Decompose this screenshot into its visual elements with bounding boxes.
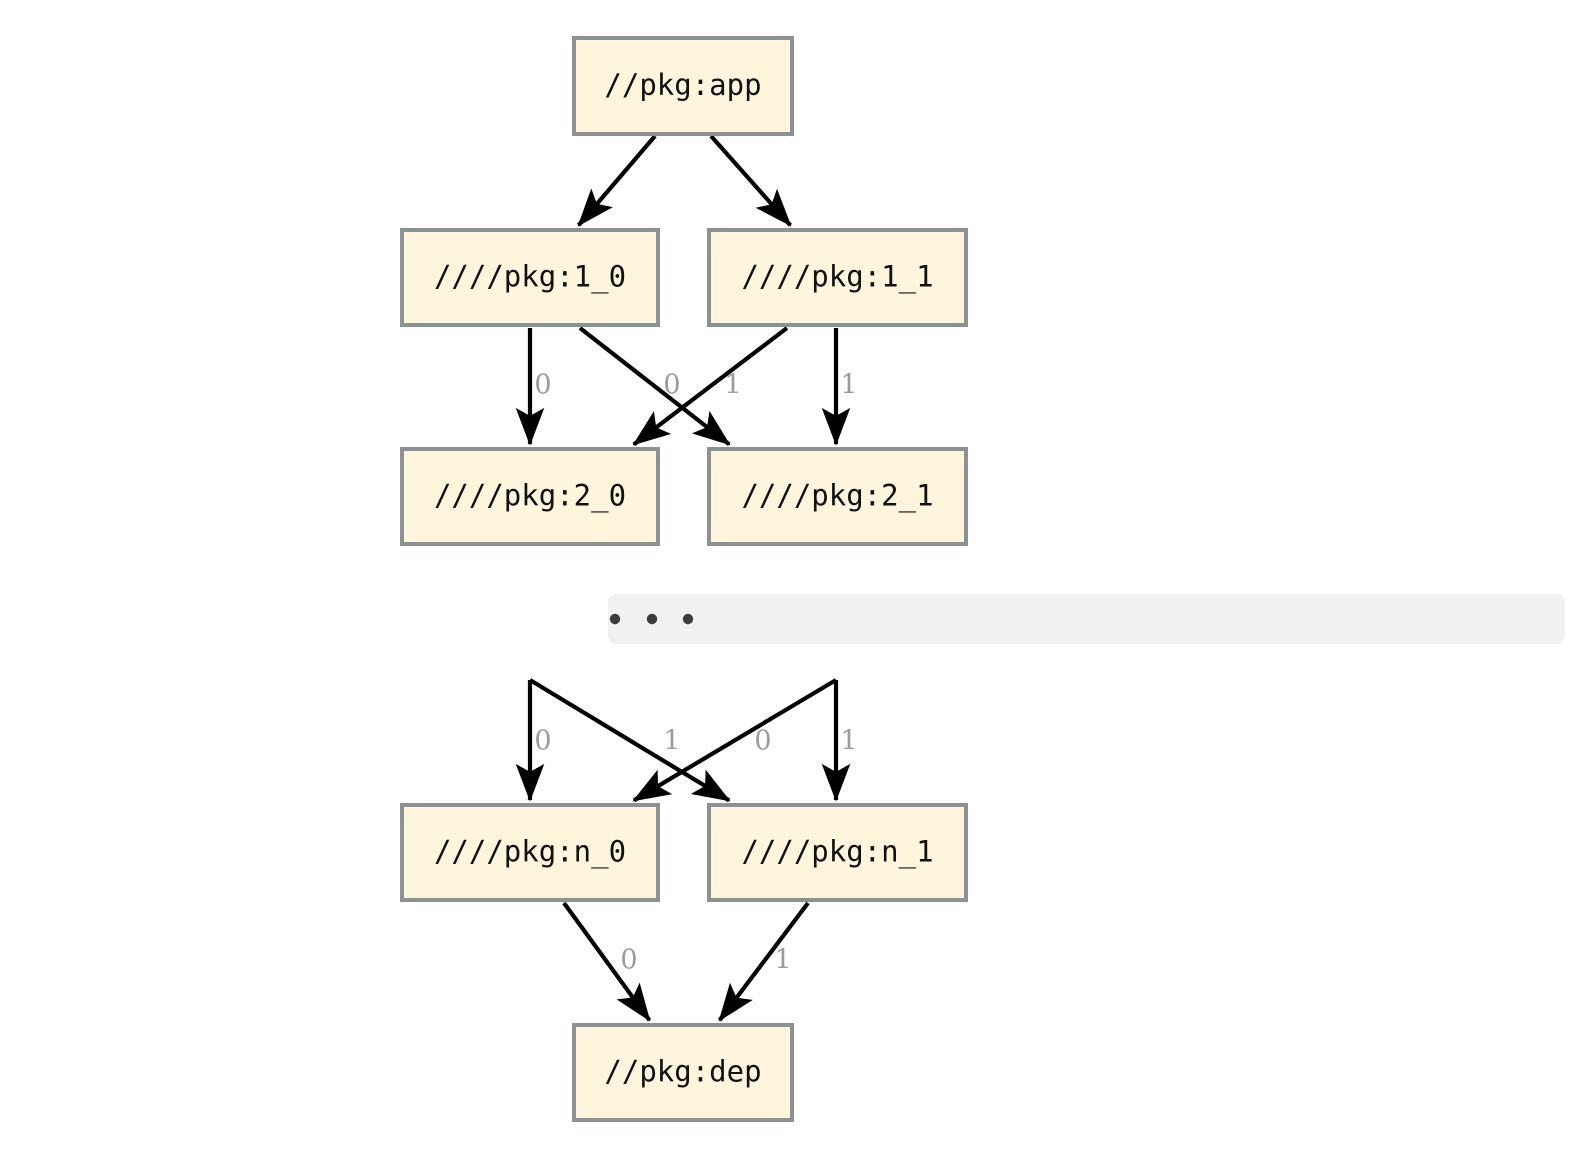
node-box[interactable] bbox=[400, 803, 660, 902]
node-box[interactable] bbox=[572, 1023, 794, 1122]
node-box[interactable] bbox=[707, 803, 968, 902]
edge-label: 1 bbox=[774, 945, 791, 976]
edge-label: 0 bbox=[620, 945, 637, 976]
node-label: ////pkg:n_0 bbox=[434, 835, 626, 870]
ellipsis-band-group bbox=[608, 594, 1565, 644]
edge-...-to-nn_1[interactable] bbox=[528, 678, 731, 803]
nodes-group: //pkg:app ////pkg:1_0 ////pkg:1_1 ////pkg:2… bbox=[400, 36, 968, 1122]
node-label: ////pkg:2_1 bbox=[741, 479, 933, 514]
edge-label: 1 bbox=[840, 370, 857, 401]
graph-node-n1_1[interactable]: ////pkg:1_1 bbox=[707, 228, 968, 327]
edge-n1_1-to-n2_0[interactable] bbox=[632, 326, 789, 447]
graph-node-n1_0[interactable]: ////pkg:1_0 bbox=[400, 228, 660, 327]
node-box[interactable] bbox=[572, 36, 794, 136]
edge-nn_0-to-dep[interactable] bbox=[562, 901, 652, 1022]
graph-node-n2_0[interactable]: ////pkg:2_0 bbox=[400, 447, 660, 546]
node-box[interactable] bbox=[400, 228, 660, 327]
ellipsis-dot-0 bbox=[609, 613, 621, 625]
node-box[interactable] bbox=[707, 447, 968, 546]
node-box[interactable] bbox=[707, 228, 968, 327]
edge-app-to-n1_0[interactable] bbox=[577, 134, 657, 227]
edge-label: 0 bbox=[663, 370, 680, 401]
edge-labels-group: 0 1 0 1 0 1 0 1 0 1 bbox=[534, 370, 857, 976]
node-label: ////pkg:1_1 bbox=[741, 260, 933, 295]
graph-node-nn_1[interactable]: ////pkg:n_1 bbox=[707, 803, 968, 902]
edges-group bbox=[515, 134, 851, 1022]
edge-label: 1 bbox=[724, 370, 741, 401]
graph-node-dep[interactable]: //pkg:dep bbox=[572, 1023, 794, 1122]
edge-...-to-nn_0[interactable] bbox=[632, 678, 838, 803]
node-label: ////pkg:n_1 bbox=[741, 835, 933, 870]
edge-n1_0-to-n2_1[interactable] bbox=[578, 326, 731, 447]
ellipsis-dot-1 bbox=[646, 613, 658, 625]
node-box[interactable] bbox=[400, 447, 660, 546]
ellipsis-dot-2 bbox=[682, 613, 694, 625]
ellipsis-band bbox=[608, 594, 1565, 644]
graph-node-n2_1[interactable]: ////pkg:2_1 bbox=[707, 447, 968, 546]
node-label: ////pkg:2_0 bbox=[434, 479, 626, 514]
edge-app-to-n1_1[interactable] bbox=[709, 134, 792, 227]
edge-label: 1 bbox=[663, 726, 680, 757]
graph-node-nn_0[interactable]: ////pkg:n_0 bbox=[400, 803, 660, 902]
edge-label: 0 bbox=[534, 370, 551, 401]
graph-node-app[interactable]: //pkg:app bbox=[572, 36, 794, 136]
edge-label: 0 bbox=[754, 726, 771, 757]
edge-nn_1-to-dep[interactable] bbox=[717, 901, 810, 1022]
node-label: ////pkg:1_0 bbox=[434, 260, 626, 295]
edge-label: 1 bbox=[840, 726, 857, 757]
node-label: //pkg:app bbox=[604, 68, 761, 102]
edge-label: 0 bbox=[534, 726, 551, 757]
node-label: //pkg:dep bbox=[604, 1055, 761, 1089]
